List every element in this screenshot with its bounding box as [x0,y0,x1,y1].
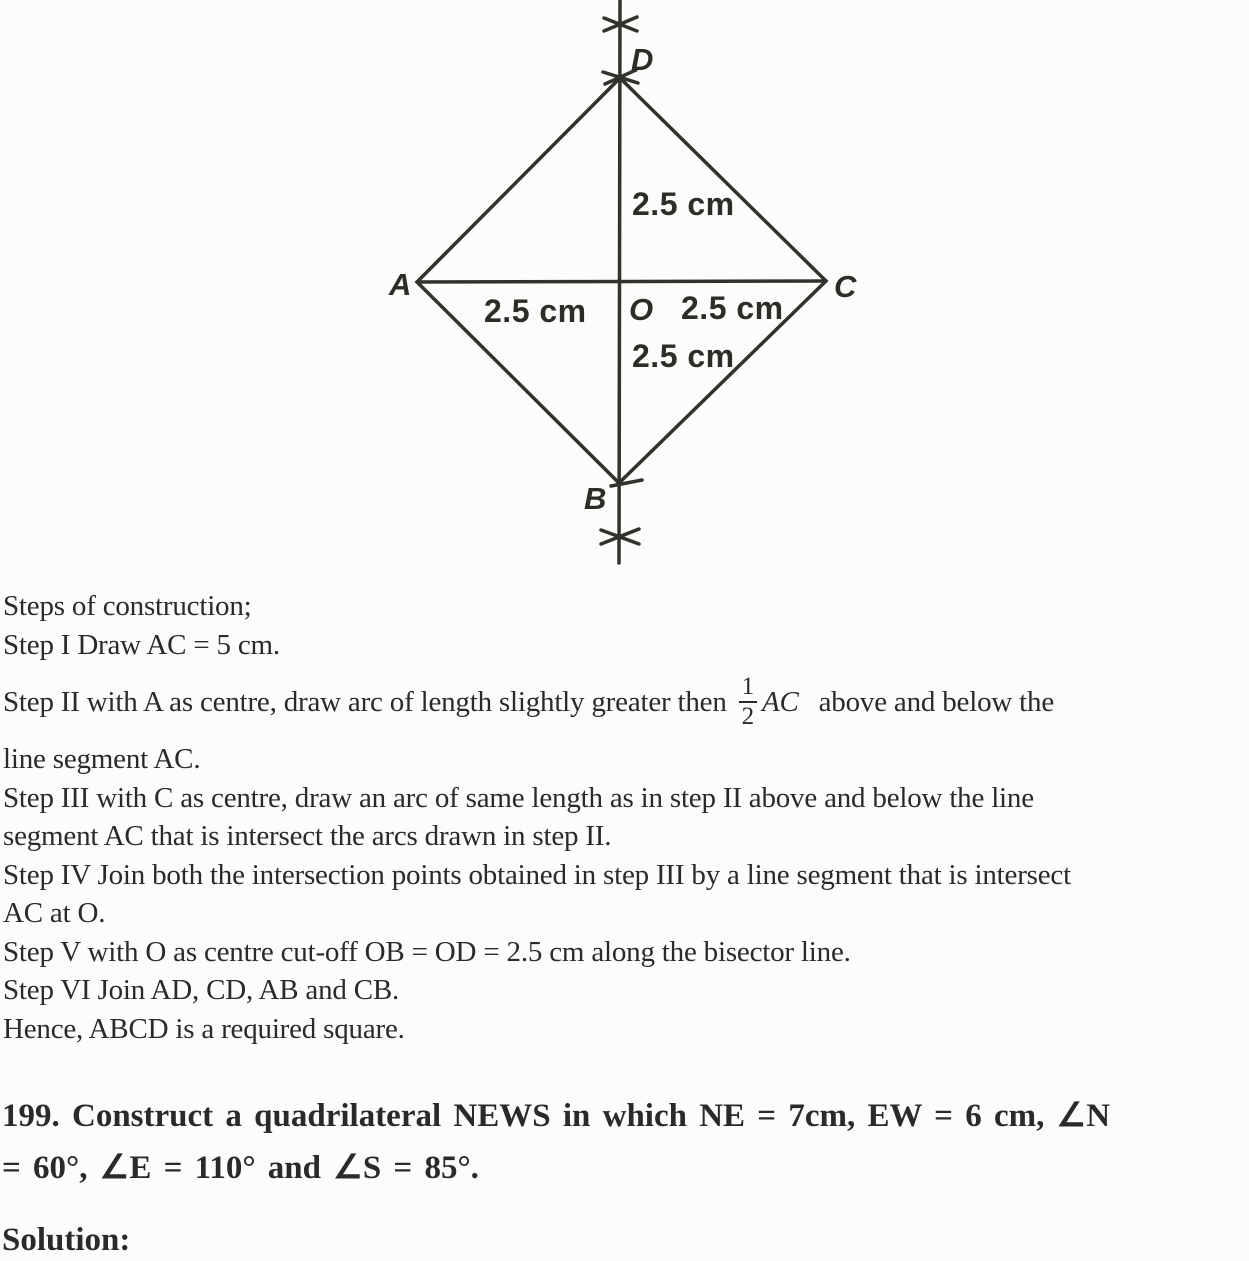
step-3-line-1: Step III with C as centre, draw an arc o… [3,781,1034,814]
step-2-wrap-text: line segment AC. [3,743,201,775]
steps-heading: Steps of construction; [3,590,252,622]
measurement-od: 2.5 cm [632,186,735,222]
vertex-label-b: B [584,481,606,516]
one-half-fraction: 1 2 [738,672,757,731]
math-term-ac: AC [761,685,799,718]
diagonal-ac [415,279,828,284]
steps-of-construction-block: Steps of construction; Step I Draw AC = … [0,587,1249,1048]
step-4-line-1: Step IV Join both the intersection point… [3,858,1071,891]
vertex-label-c: C [834,269,857,304]
measurement-oc: 2.5 cm [681,290,784,326]
solution-heading: Solution: [2,1222,131,1258]
construction-figure: D A C O B 2.5 cm 2.5 cm 2.5 cm 2.5 cm [0,0,1249,566]
step-2-pre: Step II with A as centre, draw arc of le… [3,685,727,718]
question-199-block: 199. Construct a quadrilateral NEWS in w… [0,1090,1249,1194]
vertex-label-d: D [631,42,653,77]
step-2-post: above and below the [818,685,1055,718]
step-2-text: Step II with A as centre, draw arc of le… [3,664,1249,740]
vertex-b-tick-mark [609,478,644,488]
question-199-line-1: 199. Construct a quadrilateral NEWS in w… [2,1098,1111,1134]
center-label-o: O [629,292,653,327]
arc-intersection-mark-top [602,15,639,33]
square-construction-diagram: D A C O B 2.5 cm 2.5 cm 2.5 cm 2.5 cm [388,0,857,565]
question-199-line-2: = 60°, ∠E = 110° and ∠S = 85°. [2,1150,479,1186]
arc-intersection-mark-bottom [599,527,641,546]
measurement-ao: 2.5 cm [484,293,587,329]
fraction-numerator: 1 [741,672,755,700]
step-5-text: Step V with O as centre cut-off OB = OD … [3,935,851,968]
fraction-denominator: 2 [738,701,757,730]
step-4-line-2: AC at O. [3,897,106,929]
step-6-text: Step VI Join AD, CD, AB and CB. [3,974,400,1006]
step-3-line-2: segment AC that is intersect the arcs dr… [3,820,612,852]
step-1-text: Step I Draw AC = 5 cm. [3,628,280,661]
vertex-label-a: A [388,267,411,302]
measurement-ob: 2.5 cm [632,338,735,374]
conclusion-text: Hence, ABCD is a required square. [3,1012,405,1045]
